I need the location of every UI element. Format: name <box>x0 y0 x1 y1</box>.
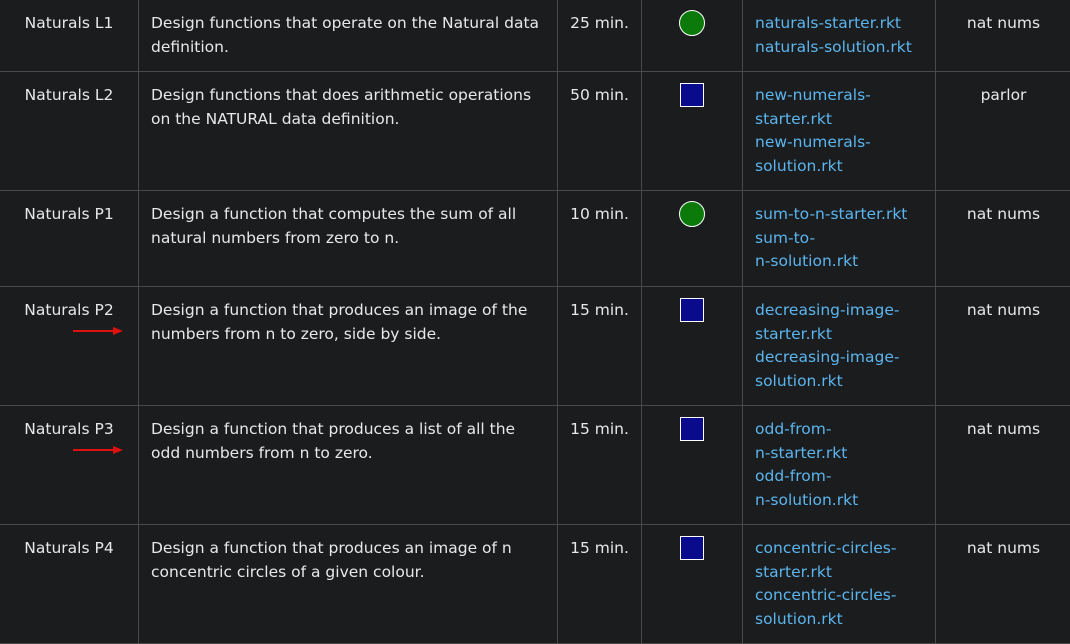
difficulty-cell <box>642 72 743 191</box>
problem-name: Naturals P3 <box>24 420 113 438</box>
difficulty-cell <box>642 191 743 287</box>
problem-tag: nat nums <box>936 0 1070 72</box>
problem-name-cell: Naturals L2 <box>0 72 139 191</box>
problem-tag: parlor <box>936 72 1070 191</box>
problem-name: Naturals L1 <box>25 14 114 32</box>
starter-file-link[interactable]: sum-to-n-starter.rkt <box>755 203 923 227</box>
problem-name: Naturals L2 <box>25 86 114 104</box>
problem-tag: nat nums <box>936 287 1070 406</box>
problem-description: Design a function that computes the sum … <box>139 191 558 287</box>
problem-name-cell: Naturals L1 <box>0 0 139 72</box>
problem-name: Naturals P1 <box>24 205 113 223</box>
solution-file-link[interactable]: concentric-circles- solution.rkt <box>755 584 923 631</box>
blue-square-icon <box>680 298 704 322</box>
green-circle-icon <box>679 201 705 227</box>
blue-square-icon <box>680 83 704 107</box>
starter-file-link[interactable]: naturals-starter.rkt <box>755 12 923 36</box>
problem-name-cell: Naturals P2 <box>0 287 139 406</box>
red-arrow-icon <box>73 325 123 337</box>
red-arrow-icon <box>73 444 123 456</box>
problem-description: Design a function that produces an image… <box>139 525 558 644</box>
problem-name-cell: Naturals P1 <box>0 191 139 287</box>
problem-time: 15 min. <box>558 287 642 406</box>
table-row: Naturals L2 Design functions that does ar… <box>0 72 1070 191</box>
starter-file-link[interactable]: decreasing-image- starter.rkt <box>755 299 923 346</box>
problem-name-cell: Naturals P3 <box>0 406 139 525</box>
problem-time: 25 min. <box>558 0 642 72</box>
problem-time: 15 min. <box>558 525 642 644</box>
green-circle-icon <box>679 10 705 36</box>
problem-description: Design a function that produces a list o… <box>139 406 558 525</box>
table-row: Naturals P2 Design a function that produc… <box>0 287 1070 406</box>
problem-time: 15 min. <box>558 406 642 525</box>
problem-description: Design functions that operate on the Nat… <box>139 0 558 72</box>
table-row: Naturals L1 Design functions that operate… <box>0 0 1070 72</box>
solution-file-link[interactable]: naturals-solution.rkt <box>755 36 923 60</box>
table-row: Naturals P1 Design a function that comput… <box>0 191 1070 287</box>
solution-file-link[interactable]: sum-to- n-solution.rkt <box>755 227 923 274</box>
starter-file-link[interactable]: concentric-circles- starter.rkt <box>755 537 923 584</box>
starter-file-link[interactable]: odd-from- n-starter.rkt <box>755 418 923 465</box>
difficulty-cell <box>642 287 743 406</box>
difficulty-cell <box>642 525 743 644</box>
problem-time: 10 min. <box>558 191 642 287</box>
problem-tag: nat nums <box>936 191 1070 287</box>
solution-file-link[interactable]: odd-from- n-solution.rkt <box>755 465 923 512</box>
problem-tag: nat nums <box>936 525 1070 644</box>
problem-description: Design a function that produces an image… <box>139 287 558 406</box>
table-row: Naturals P3 Design a function that produc… <box>0 406 1070 525</box>
blue-square-icon <box>680 536 704 560</box>
difficulty-cell <box>642 0 743 72</box>
difficulty-cell <box>642 406 743 525</box>
problem-tag: nat nums <box>936 406 1070 525</box>
solution-file-link[interactable]: decreasing-image- solution.rkt <box>755 346 923 393</box>
problem-description: Design functions that does arithmetic op… <box>139 72 558 191</box>
problem-name-cell: Naturals P4 <box>0 525 139 644</box>
problem-time: 50 min. <box>558 72 642 191</box>
solution-file-link[interactable]: new-numerals- solution.rkt <box>755 131 923 178</box>
problem-name: Naturals P2 <box>24 301 113 319</box>
problem-name: Naturals P4 <box>24 539 113 557</box>
table-row: Naturals P4 Design a function that produc… <box>0 525 1070 644</box>
blue-square-icon <box>680 417 704 441</box>
starter-file-link[interactable]: new-numerals- starter.rkt <box>755 84 923 131</box>
